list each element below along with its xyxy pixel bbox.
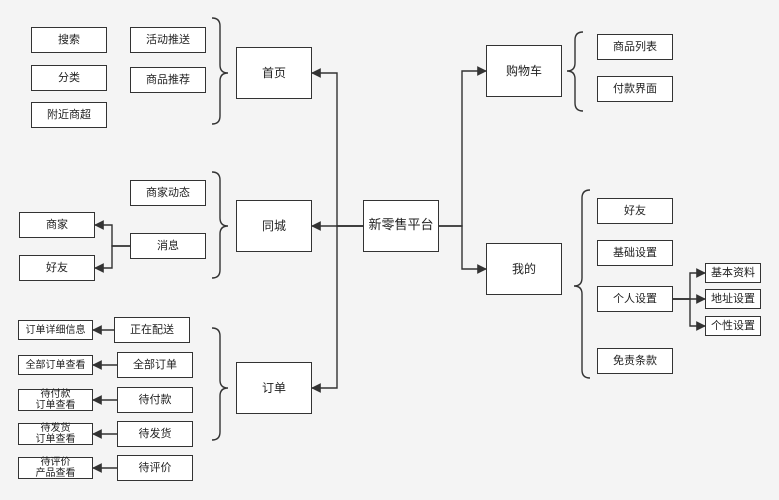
node-root: 新零售平台 [363,200,439,252]
node-payment: 付款界面 [597,76,673,102]
node-order: 订单 [236,362,312,414]
node-disclaimer: 免责条款 [597,348,673,374]
node-custom-settings: 个性设置 [705,316,761,336]
connector-message-friend [94,245,130,273]
node-recommend: 商品推荐 [130,67,206,93]
node-order-detail: 订单详细信息 [18,320,93,340]
node-product-list: 商品列表 [597,34,673,60]
node-mine: 我的 [486,243,562,295]
connector-message-merchant [94,220,130,247]
node-basic-settings: 基础设置 [597,240,673,266]
brace-mine [573,189,591,379]
node-pending-review: 待评价 [117,455,193,481]
node-pending-ship-view: 待发货 订单查看 [18,423,93,445]
node-all-orders-view: 全部订单查看 [18,355,93,375]
connector-root-cart [439,66,487,227]
connector-root-order [311,225,363,393]
node-promo: 活动推送 [130,27,206,53]
node-mine-friend: 好友 [597,198,673,224]
node-pending-pay: 待付款 [117,387,193,413]
node-merchant-news: 商家动态 [130,180,206,206]
node-local-friend: 好友 [19,255,95,281]
node-merchant: 商家 [19,212,95,238]
connector-personal-custom [673,298,706,331]
node-cart: 购物车 [486,45,562,97]
node-nearby: 附近商超 [31,102,107,128]
node-search: 搜索 [31,27,107,53]
node-personal-settings: 个人设置 [597,286,673,312]
brace-home [211,17,229,125]
brace-local [211,171,229,279]
node-pending-ship: 待发货 [117,421,193,447]
node-pending-pay-view: 待付款 订单查看 [18,389,93,411]
node-all-orders: 全部订单 [117,352,193,378]
node-home: 首页 [236,47,312,99]
node-address-settings: 地址设置 [705,289,761,309]
brace-order [211,327,229,441]
node-basic-info: 基本资料 [705,263,761,283]
connector-root-mine [439,225,487,274]
connector-root-home [311,68,363,227]
node-local: 同城 [236,200,312,252]
node-message: 消息 [130,233,206,259]
connector-personal-basic [673,268,706,300]
node-delivering: 正在配送 [114,317,190,343]
brace-cart [566,31,584,112]
node-pending-review-view: 待评价 产品查看 [18,457,93,479]
node-category: 分类 [31,65,107,91]
